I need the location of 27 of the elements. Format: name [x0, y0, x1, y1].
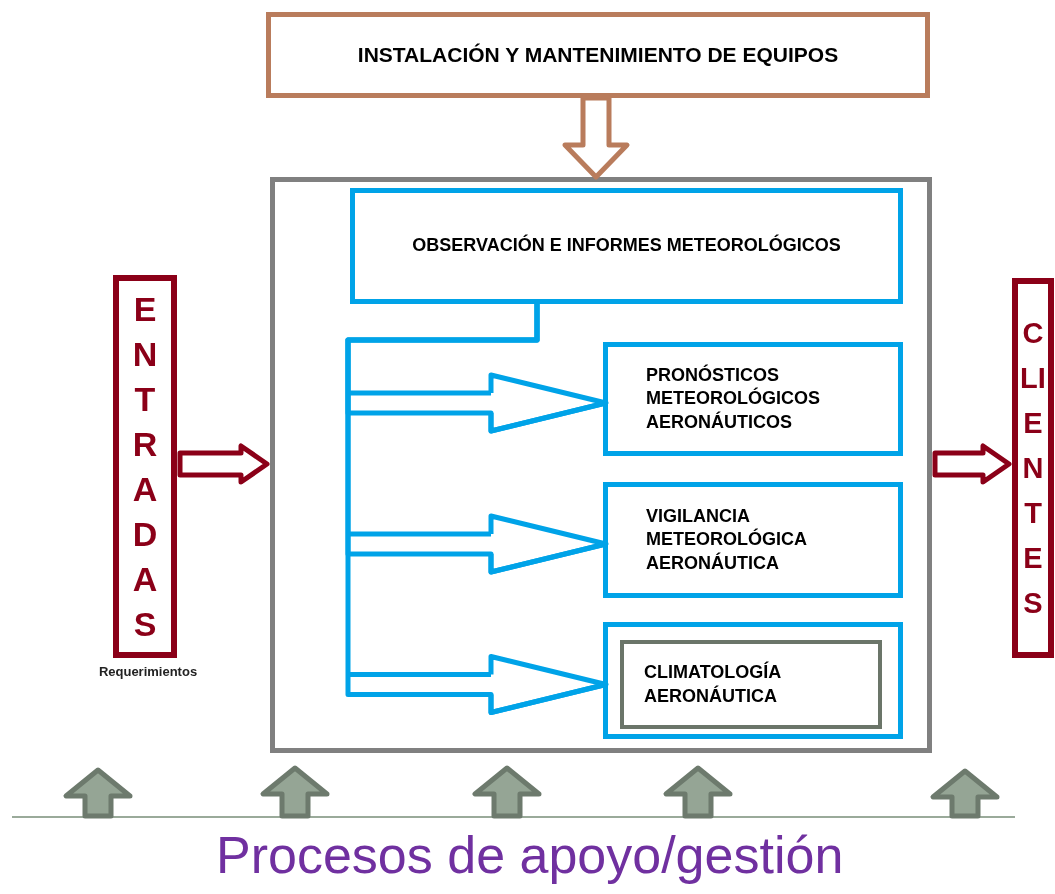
block-arrow — [345, 301, 609, 715]
client-box — [1012, 278, 1054, 658]
input-box — [113, 275, 177, 658]
block-arrow — [472, 765, 542, 819]
process-box — [266, 12, 930, 98]
block-arrow — [930, 768, 1000, 819]
vertical-label: ENTRADAS — [131, 288, 159, 645]
box-label: VIGILANCIA METEOROLÓGICA AERONÁUTICA — [646, 504, 808, 575]
block-arrow — [663, 765, 733, 819]
process-box — [350, 188, 903, 304]
box-label: OBSERVACIÓN E INFORMES METEOROLÓGICOS — [412, 234, 841, 258]
process-box — [620, 640, 882, 729]
block-arrow — [63, 767, 133, 819]
vertical-label: CLIENTES — [1019, 315, 1047, 621]
process-frame — [270, 177, 932, 753]
block-arrow — [260, 765, 330, 819]
box-label: INSTALACIÓN Y MANTENIMIENTO DE EQUIPOS — [357, 42, 839, 69]
process-box — [603, 622, 903, 739]
process-box — [603, 482, 903, 598]
process-box — [603, 342, 903, 456]
box-label: CLIMATOLOGÍA AERONÁUTICA — [644, 661, 782, 708]
note-text: Requerimientos — [97, 664, 199, 679]
box-label: PRONÓSTICOS METEOROLÓGICOS AERONÁUTICOS — [646, 363, 821, 434]
block-arrow — [932, 443, 1012, 485]
block-arrow — [177, 443, 270, 485]
section-title: Procesos de apoyo/gestión — [216, 826, 844, 884]
block-arrow — [562, 95, 630, 180]
